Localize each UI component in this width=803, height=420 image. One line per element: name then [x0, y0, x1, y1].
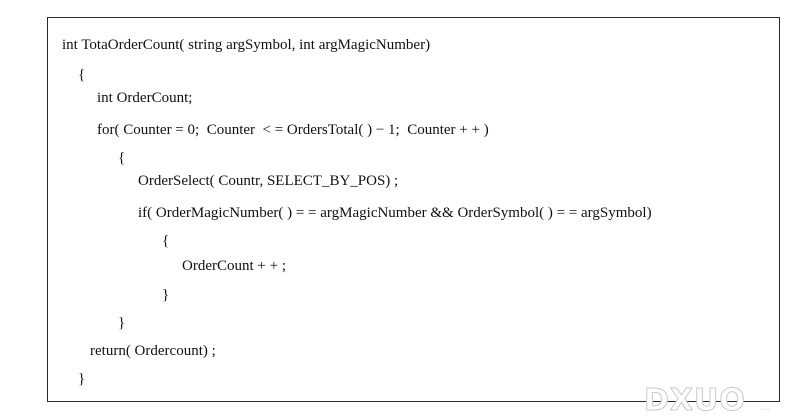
code-line-10: }: [162, 287, 170, 303]
code-line-13: }: [78, 371, 86, 387]
code-line-4: for( Counter = 0; Counter < = OrdersTota…: [97, 122, 489, 138]
code-line-11: }: [118, 315, 126, 331]
code-line-6: OrderSelect( Countr, SELECT_BY_POS) ;: [138, 173, 399, 189]
code-line-9: OrderCount + + ;: [182, 258, 286, 274]
watermark-logo: DXUO ...: [644, 383, 771, 417]
watermark-text: DXUO: [644, 383, 746, 416]
code-line-12: return( Ordercount) ;: [90, 343, 216, 359]
code-frame: [47, 17, 780, 402]
code-line-7: if( OrderMagicNumber( ) = = argMagicNumb…: [138, 205, 652, 221]
code-line-2: {: [78, 67, 86, 83]
watermark-sub: ...: [762, 403, 771, 413]
code-line-1: int TotaOrderCount( string argSymbol, in…: [62, 37, 431, 53]
code-line-8: {: [162, 233, 170, 249]
code-line-5: {: [118, 150, 126, 166]
code-line-3: int OrderCount;: [97, 90, 193, 106]
